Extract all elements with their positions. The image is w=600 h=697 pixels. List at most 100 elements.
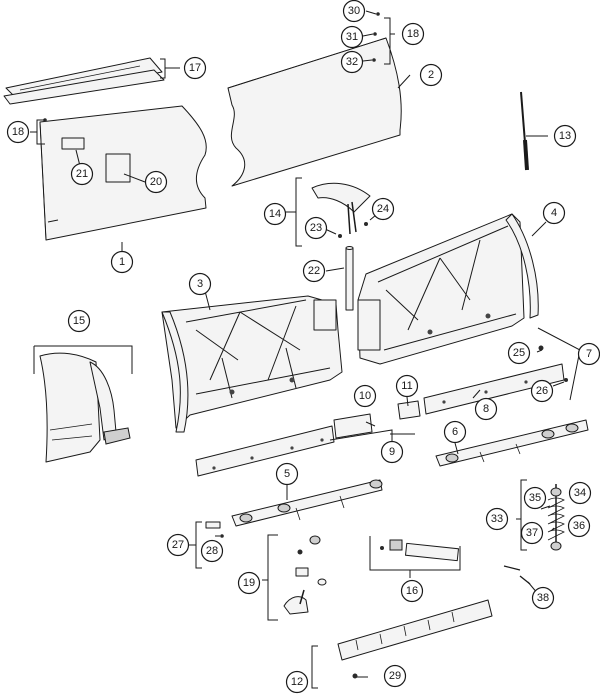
- callout-15: 15: [67, 309, 91, 333]
- svg-text:20: 20: [150, 176, 162, 188]
- callout-11: 11: [395, 374, 419, 398]
- group-brackets: [30, 17, 581, 689]
- svg-text:28: 28: [206, 545, 218, 557]
- callout-26: 26: [530, 379, 554, 403]
- part-22-center-pin: [345, 246, 354, 311]
- callout-21: 21: [70, 162, 94, 186]
- svg-text:23: 23: [310, 222, 322, 234]
- part-19-hardware-kit: [283, 535, 327, 615]
- callout-24: 24: [371, 197, 395, 221]
- svg-text:33: 33: [491, 513, 503, 525]
- part-15-end-shoe: [39, 352, 131, 463]
- svg-text:27: 27: [172, 539, 184, 551]
- svg-text:10: 10: [359, 390, 371, 402]
- callout-30: 30: [342, 0, 366, 23]
- part-31-nut: [373, 32, 377, 36]
- callout-1: 1: [110, 250, 134, 274]
- decal-20: [105, 153, 131, 183]
- svg-text:9: 9: [389, 446, 395, 458]
- svg-text:15: 15: [73, 315, 85, 327]
- callout-8: 8: [474, 397, 498, 421]
- part-6-right-trip-rail: [435, 419, 589, 467]
- part-27-pin: [205, 521, 221, 529]
- callout-37: 37: [520, 521, 544, 545]
- callout-5: 5: [275, 462, 299, 486]
- svg-text:16: 16: [406, 585, 418, 597]
- svg-text:25: 25: [513, 347, 525, 359]
- part-33-spring-assembly: [547, 484, 565, 551]
- callout-35: 35: [523, 486, 547, 510]
- part-17-top-edge-strips: [3, 57, 165, 105]
- callout-19: 19: [237, 571, 261, 595]
- part-32-washer: [372, 58, 376, 62]
- callout-4: 4: [542, 201, 566, 225]
- svg-text:18: 18: [12, 126, 24, 138]
- svg-text:30: 30: [348, 5, 360, 17]
- svg-text:22: 22: [308, 265, 320, 277]
- part-5-left-trip-rail: [231, 479, 383, 527]
- svg-text:34: 34: [574, 487, 586, 499]
- part-14-wing-hardware: [311, 182, 371, 238]
- callout-38: 38: [531, 586, 555, 610]
- callout-17: 17: [183, 56, 207, 80]
- callout-7: 7: [577, 342, 600, 366]
- part-1-left-moldboard: [39, 105, 207, 241]
- callout-14: 14: [263, 202, 287, 226]
- svg-text:5: 5: [284, 468, 290, 480]
- part-11-wear-plate: [397, 400, 421, 420]
- callout-3: 3: [188, 272, 212, 296]
- part-2-right-moldboard: [227, 37, 402, 187]
- callout-31: 31: [340, 25, 364, 49]
- svg-text:38: 38: [537, 592, 549, 604]
- callout-34: 34: [568, 481, 592, 505]
- part-30-bolt: [376, 12, 380, 16]
- svg-text:11: 11: [401, 380, 412, 392]
- svg-text:14: 14: [269, 208, 281, 220]
- callout-12: 12: [285, 670, 309, 694]
- svg-text:37: 37: [526, 527, 538, 539]
- callout-33: 33: [485, 507, 509, 531]
- part-10-wear-plate: [333, 413, 373, 439]
- svg-text:26: 26: [536, 385, 548, 397]
- svg-text:1: 1: [119, 256, 125, 268]
- part-16-bracket: [380, 539, 459, 562]
- callout-36: 36: [567, 514, 591, 538]
- part-26-nut: [564, 378, 568, 382]
- callout-22: 22: [302, 259, 326, 283]
- callout-28: 28: [200, 539, 224, 563]
- callout-23: 23: [304, 216, 328, 240]
- svg-text:3: 3: [197, 278, 203, 290]
- part-4-right-wing-frame: [357, 213, 539, 365]
- svg-text:12: 12: [291, 676, 303, 688]
- callout-16: 16: [400, 579, 424, 603]
- part-38-pins: [503, 565, 531, 585]
- svg-text:2: 2: [428, 69, 434, 81]
- svg-text:6: 6: [452, 426, 458, 438]
- callout-6: 6: [443, 420, 467, 444]
- part-25-bolt: [538, 345, 544, 351]
- svg-text:32: 32: [346, 56, 358, 68]
- callout-10: 10: [353, 384, 377, 408]
- callout-25: 25: [507, 341, 531, 365]
- callout-18-left: 18: [6, 120, 30, 144]
- svg-text:21: 21: [76, 168, 88, 180]
- svg-text:18: 18: [407, 28, 419, 40]
- svg-text:24: 24: [377, 203, 389, 215]
- svg-text:31: 31: [346, 31, 358, 43]
- callout-27: 27: [166, 533, 190, 557]
- part-13-blade-marker: [520, 91, 529, 171]
- svg-text:7: 7: [586, 348, 592, 360]
- decal-21: [61, 137, 85, 150]
- svg-text:19: 19: [243, 577, 255, 589]
- svg-text:36: 36: [573, 520, 585, 532]
- callout-13: 13: [553, 124, 577, 148]
- part-12-lower-edge: [337, 599, 493, 661]
- svg-text:29: 29: [389, 670, 401, 682]
- svg-text:8: 8: [483, 403, 489, 415]
- callout-32: 32: [340, 50, 364, 74]
- callout-29: 29: [383, 664, 407, 688]
- part-28-clip: [220, 534, 224, 538]
- part-3-left-wing-frame: [161, 295, 343, 433]
- callout-2: 2: [419, 63, 443, 87]
